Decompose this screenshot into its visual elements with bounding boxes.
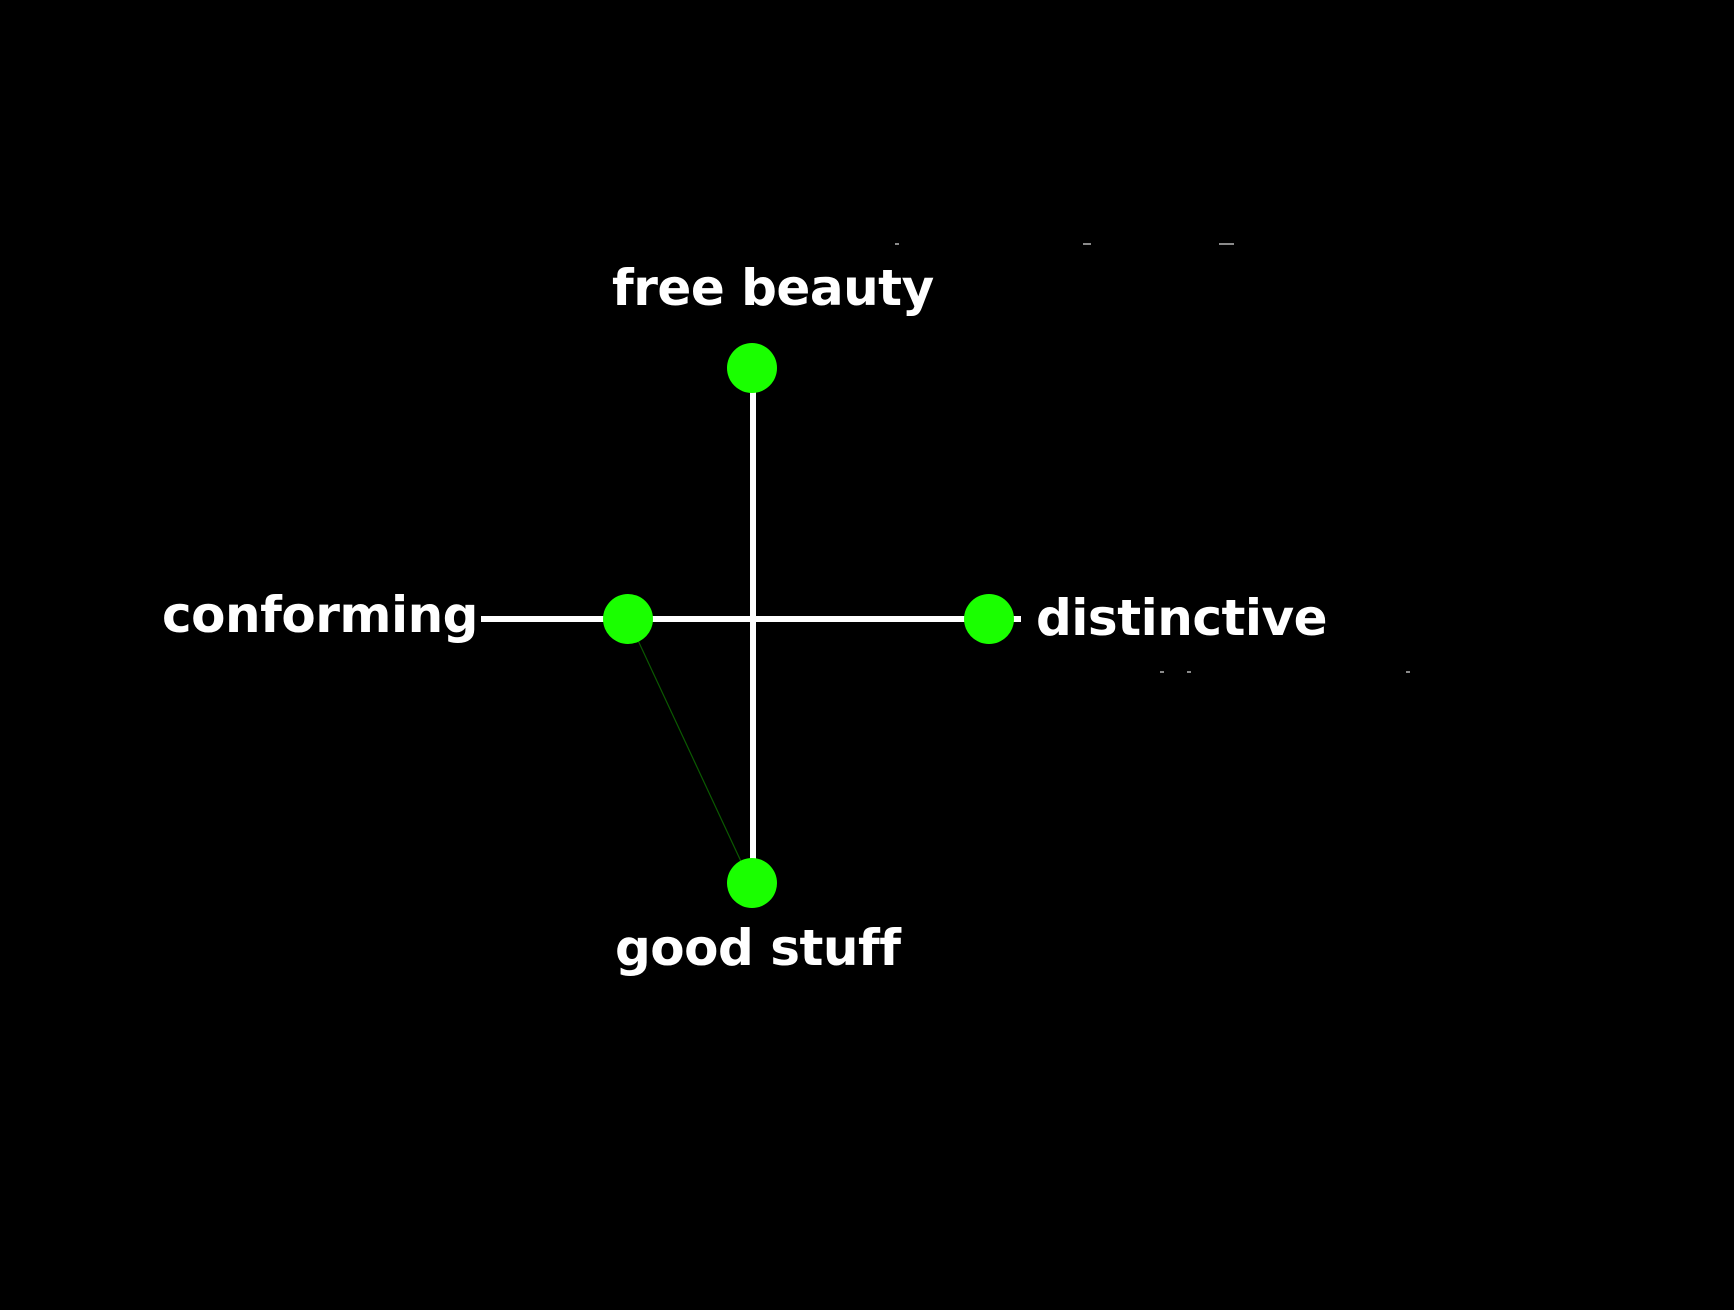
text-fragment-artifact (1160, 671, 1164, 673)
node-distinctive (964, 594, 1014, 644)
text-fragment-artifact (1187, 671, 1191, 673)
label-conforming: conforming (162, 586, 478, 644)
text-fragment-artifact (1219, 243, 1234, 245)
label-good-stuff: good stuff (615, 919, 901, 977)
node-conforming (603, 594, 653, 644)
text-fragment-artifact (895, 243, 899, 245)
text-fragment-artifact (1406, 671, 1410, 673)
node-free-beauty (727, 343, 777, 393)
label-distinctive: distinctive (1036, 589, 1328, 647)
text-fragment-artifact (1083, 243, 1091, 245)
connector-left-to-bottom (627, 618, 746, 871)
label-free-beauty: free beauty (612, 259, 934, 317)
node-good-stuff (727, 858, 777, 908)
